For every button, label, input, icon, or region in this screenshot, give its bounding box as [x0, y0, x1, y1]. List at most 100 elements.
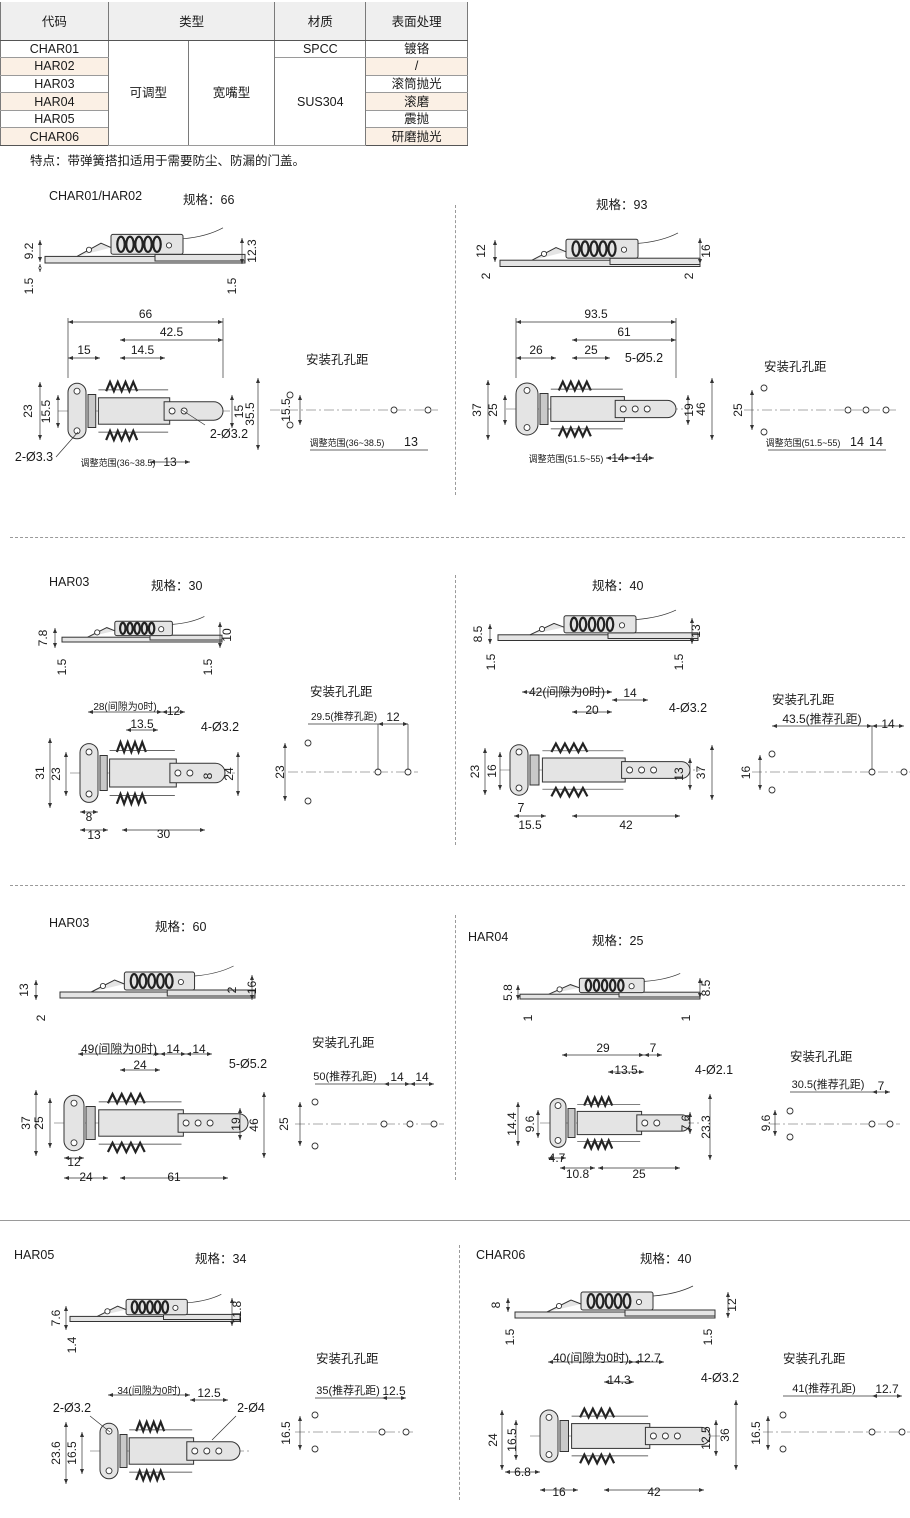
spec-label: 规格：34 [195, 1252, 247, 1266]
hook-lever [637, 232, 679, 244]
dimension-arrow [514, 1420, 518, 1460]
dimension-arrow [236, 752, 240, 796]
spring-coil [145, 1300, 154, 1315]
dimension-label: 调整范围(36~38.5) [81, 457, 156, 468]
header-code: 代码 [0, 2, 109, 41]
slot-hole [203, 1447, 211, 1455]
dimension-label: 1.5 [701, 1328, 715, 1345]
slot-hole [186, 769, 194, 777]
dimension-arrow [644, 1053, 662, 1057]
hinge-pin [538, 626, 546, 633]
spring-coil [607, 240, 617, 258]
dimension-label: 调整范围(36~38.5) [310, 437, 385, 448]
keeper-hole [402, 1428, 410, 1436]
dimension-label: 25 [731, 403, 745, 417]
spring-coil [138, 1300, 147, 1315]
hinge-pin [104, 1308, 111, 1315]
dimension-label: 10 [220, 628, 234, 642]
dimension-label: 37 [19, 1116, 33, 1130]
mount-hole [311, 1098, 319, 1106]
slot-hole [641, 1119, 649, 1127]
slot-hole [619, 405, 627, 413]
dimension-label: 26 [529, 343, 543, 357]
dimension-arrow [516, 985, 520, 1000]
dimension-label: 4.7 [549, 1151, 566, 1165]
mount-hole [786, 1133, 794, 1141]
dimension-label: 12.5 [699, 1426, 713, 1450]
dimension-label: 调整范围(51.5~55) [766, 437, 841, 448]
dimension-label: 9.6 [523, 1115, 537, 1132]
spring-coil [164, 972, 174, 990]
dimension-arrow [516, 1102, 520, 1146]
dimension-line [89, 1415, 111, 1433]
spring [105, 427, 139, 443]
dimension-label: 16 [552, 1485, 566, 1499]
dimension-label: 1 [521, 1014, 535, 1021]
latch-body [97, 397, 171, 425]
dimension-label: 49(间隙为0时) [81, 1042, 157, 1056]
mount-hole [311, 1411, 319, 1419]
dimension-label: 5.8 [501, 984, 515, 1001]
mounting-hole [554, 1102, 562, 1110]
side-view-34: 7.61.411.8 [49, 1293, 244, 1353]
dimension-label: 13 [672, 767, 686, 781]
dimension-label: 调整范围(51.5~55) [529, 453, 604, 464]
spring-coil [125, 235, 135, 254]
model-label: HAR03 [49, 916, 90, 930]
dimension-label: 13 [17, 983, 31, 997]
keeper-tongue [163, 401, 224, 421]
latch-body [541, 757, 626, 783]
hinge-bar [559, 1420, 569, 1452]
hinge-pin [556, 986, 563, 993]
dimension-label: 40(间隙为0时) [553, 1351, 629, 1365]
mount-hole [768, 750, 776, 758]
dimension-label: 7 [518, 801, 525, 815]
pivot-pin [635, 1298, 643, 1306]
dimension-label: 31 [33, 766, 47, 780]
dimension-line [181, 409, 206, 426]
dimension-label: 13 [404, 435, 418, 449]
dimension-label: 14 [611, 451, 625, 465]
dimension-label: 12 [67, 1155, 81, 1169]
spring-coil [138, 972, 148, 990]
pivot-pin [628, 983, 635, 990]
spec-label: 规格：60 [155, 920, 207, 934]
dimension-arrow [688, 1112, 692, 1134]
dimension-label: 16.5 [505, 1428, 519, 1452]
column-divider [455, 915, 456, 1180]
spring [115, 790, 147, 807]
base-plate [549, 1098, 567, 1148]
spring-coil [580, 240, 590, 258]
slot-hole [182, 1119, 190, 1127]
latch-body [123, 971, 196, 991]
spec-label: 规格：66 [183, 193, 235, 207]
keeper-hole [844, 406, 852, 414]
spring-coil [152, 235, 162, 254]
keeper-plate [163, 1313, 241, 1321]
dimension-label: 12 [386, 710, 400, 724]
keeper-hole [430, 1120, 438, 1128]
mounting-hole [523, 424, 531, 432]
spring [106, 1091, 146, 1106]
spring [105, 379, 139, 395]
slot-hole [649, 1432, 657, 1440]
dimension-label: 8 [86, 810, 93, 824]
latch-body [565, 238, 639, 259]
dimension-label: 12.3 [245, 239, 259, 263]
dimension-label: 14 [635, 451, 649, 465]
dimension-label: 12.5 [382, 1384, 406, 1398]
hook-lever [172, 616, 205, 625]
keeper-hole [390, 406, 398, 414]
keeper-hole [862, 406, 870, 414]
table-row-surface: 震抛 [365, 110, 468, 129]
dimension-label: 42(间隙为0时) [529, 685, 605, 699]
dimension-label: 42 [647, 1485, 661, 1499]
spec-label: 规格：30 [151, 579, 203, 593]
dimension-label: 12 [167, 704, 181, 718]
dimension-label: 8 [489, 1301, 503, 1308]
slot-hole [631, 405, 639, 413]
